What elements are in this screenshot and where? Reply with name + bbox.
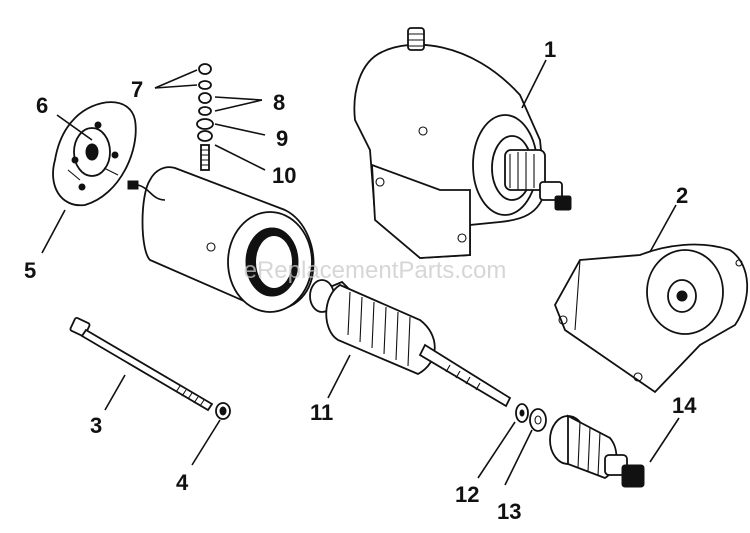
terminal-stud-icon [200, 144, 210, 171]
callout-6: 6 [36, 93, 48, 118]
callout-13: 13 [497, 499, 521, 524]
callout-9: 9 [276, 126, 288, 151]
callout-1: 1 [544, 37, 556, 62]
washer-icon [196, 118, 214, 130]
starter-motor-assembly-icon [353, 27, 572, 259]
through-bolt-icon [69, 317, 214, 412]
leader-lines [41, 59, 680, 486]
field-frame-icon [127, 166, 315, 313]
callout-8: 8 [273, 90, 285, 115]
washer-icon [515, 403, 529, 423]
nut-icon [198, 63, 212, 75]
pinion-drive-gear-icon [549, 414, 645, 488]
drive-end-cap-icon [554, 243, 749, 394]
armature-icon [309, 279, 512, 408]
washer-icon [197, 130, 213, 142]
commutator-end-cap-icon [52, 101, 137, 206]
washer-icon [198, 80, 212, 90]
nut-icon [215, 402, 231, 420]
callout-10: 10 [272, 163, 296, 188]
washer-icon [198, 106, 212, 116]
callout-7: 7 [131, 77, 143, 102]
callout-12: 12 [455, 482, 479, 507]
callout-4: 4 [176, 470, 189, 495]
callout-labels: 1 2 3 4 5 6 7 8 9 10 11 12 13 14 [24, 37, 697, 524]
washer-icon [529, 408, 547, 432]
watermark-text: eReplacementParts.com [244, 257, 507, 284]
callout-2: 2 [676, 183, 688, 208]
callout-5: 5 [24, 258, 36, 283]
callout-3: 3 [90, 413, 102, 438]
terminal-hardware-stack [196, 63, 214, 171]
nut-icon [198, 92, 212, 104]
callout-14: 14 [672, 393, 697, 418]
callout-11: 11 [310, 400, 333, 425]
